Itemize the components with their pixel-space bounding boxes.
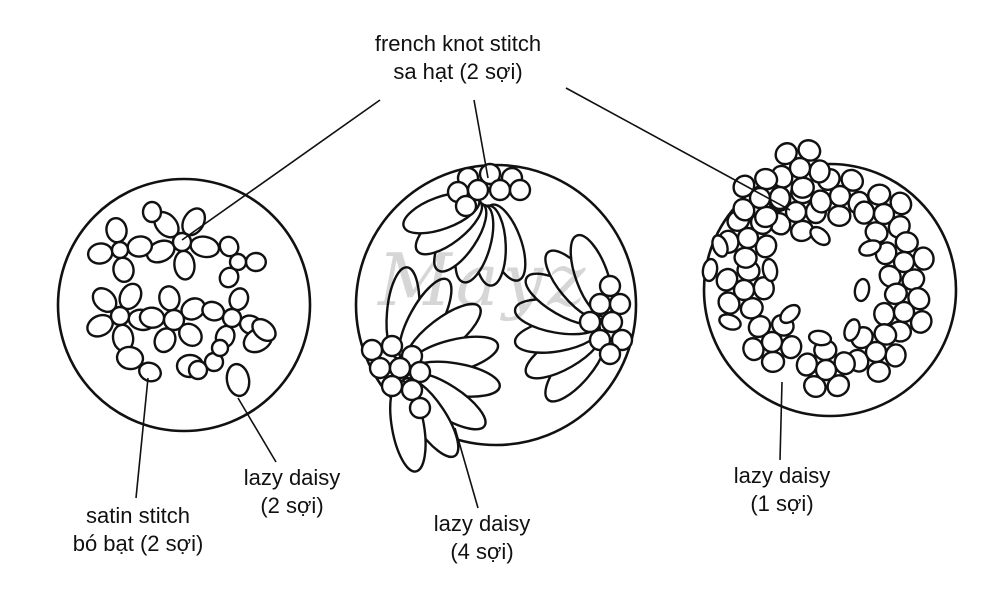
french-knot (466, 178, 490, 202)
french-knot-center (788, 156, 812, 180)
french-knot (598, 274, 622, 298)
french-knot-center (784, 200, 808, 224)
french-knot-center (814, 358, 838, 382)
leader-french-knot-left (181, 99, 381, 241)
label-lazy-daisy-right: lazy daisy (1 sợi) (712, 462, 852, 518)
french-knot-center (760, 330, 784, 354)
french-knot (368, 356, 392, 380)
french-knot (408, 396, 432, 420)
french-knot (454, 194, 478, 218)
lazy-daisy-leaf (779, 303, 801, 325)
french-knot (478, 162, 502, 186)
french-knot-center (748, 186, 772, 210)
lazy-daisy-leaf (807, 329, 833, 347)
label-french-knot: french knot stitch sa hạt (2 sợi) (348, 30, 568, 86)
flower-left-5 (201, 287, 263, 349)
french-knot-center (828, 184, 852, 208)
petal (138, 306, 166, 329)
label-lazy-daisy-right-line2: (1 sợi) (750, 491, 814, 516)
petal (760, 350, 786, 373)
satin-leaf (115, 345, 145, 371)
daisy-right (513, 233, 614, 403)
flower-left-2 (86, 216, 154, 284)
french-knot (608, 292, 632, 316)
lazy-daisy-leaf (761, 257, 779, 283)
label-lazy-daisy-left: lazy daisy (2 sợi) (222, 464, 362, 520)
french-knot-center (864, 340, 888, 364)
lazy-daisy-leaf (701, 257, 719, 283)
leader-french-knot-right (565, 87, 791, 211)
label-lazy-daisy-left-line2: (2 sợi) (260, 493, 324, 518)
wreath-flower-7 (795, 339, 856, 398)
french-knot (408, 360, 432, 384)
french-knot (508, 178, 532, 202)
wreath-flower-8 (742, 313, 803, 373)
label-french-knot-line2: sa hạt (2 sợi) (393, 59, 523, 84)
label-lazy-daisy-middle-line1: lazy daisy (433, 511, 531, 536)
label-french-knot-line1: french knot stitch (374, 31, 542, 56)
leader-french-knot-middle (473, 99, 489, 179)
right-hoop-flowers (701, 139, 935, 398)
label-lazy-daisy-left-line1: lazy daisy (243, 465, 341, 490)
watermark: Mayz (378, 238, 590, 322)
french-knot (578, 310, 602, 334)
label-satin-line2: bó bạt (2 sợi) (72, 531, 204, 556)
lazy-daisy-petal (251, 317, 277, 343)
petal (873, 301, 896, 327)
flower-left-6 (218, 235, 267, 289)
french-knot (400, 378, 424, 402)
lazy-daisy-leaf (718, 313, 742, 331)
wreath-flower-6 (846, 323, 907, 383)
lazy-daisy-leaf (858, 239, 882, 257)
french-knot (598, 342, 622, 366)
french-knot-center (162, 308, 186, 332)
label-satin-line1: satin stitch (86, 503, 190, 528)
flower-left-4 (138, 285, 206, 354)
wreath-flower-9 (715, 259, 775, 320)
leader-lazy-daisy-right (779, 381, 783, 461)
petal (853, 200, 876, 225)
leader-lazy-daisy-left (237, 397, 277, 463)
french-knot-center (872, 202, 896, 226)
french-knot-center (228, 252, 248, 272)
left-hoop-flowers (86, 200, 277, 398)
petal (768, 185, 791, 211)
french-knot-center (892, 250, 916, 274)
french-knot-center (732, 278, 756, 302)
french-knot (380, 334, 404, 358)
label-lazy-daisy-middle: lazy daisy (4 sợi) (412, 510, 552, 566)
flower-left-1 (145, 207, 221, 281)
french-knot (610, 328, 634, 352)
french-knot-center (109, 305, 131, 327)
daisy-left (385, 266, 501, 473)
french-knot (210, 338, 230, 358)
label-lazy-daisy-middle-line2: (4 sợi) (450, 539, 514, 564)
lazy-daisy-leaf (843, 318, 861, 342)
lazy-daisy-leaf (809, 225, 831, 247)
label-lazy-daisy-right-line1: lazy daisy (733, 463, 831, 488)
flower-left-3 (86, 282, 157, 353)
wreath-flower-5 (873, 282, 933, 343)
french-knot-center (110, 240, 130, 260)
french-knot-center (736, 226, 760, 250)
label-satin-stitch: satin stitch bó bạt (2 sợi) (38, 502, 238, 558)
lazy-daisy-leaf (853, 277, 871, 303)
french-knot-center (221, 307, 243, 329)
lazy-daisy-petal (225, 362, 251, 398)
french-knot (488, 178, 512, 202)
french-knot-center (892, 300, 916, 324)
petal (244, 251, 267, 273)
french-knot (380, 374, 404, 398)
leader-lazy-daisy-middle (454, 427, 479, 509)
satin-leaf (141, 200, 163, 224)
lazy-daisy-leaf (711, 234, 729, 258)
wreath-flower-12 (732, 167, 791, 229)
middle-hoop-flowers (360, 162, 634, 473)
french-knot (600, 310, 624, 334)
french-knot (187, 359, 209, 381)
satin-leaf (138, 361, 162, 383)
leader-satin (135, 377, 149, 499)
petal (827, 204, 852, 227)
